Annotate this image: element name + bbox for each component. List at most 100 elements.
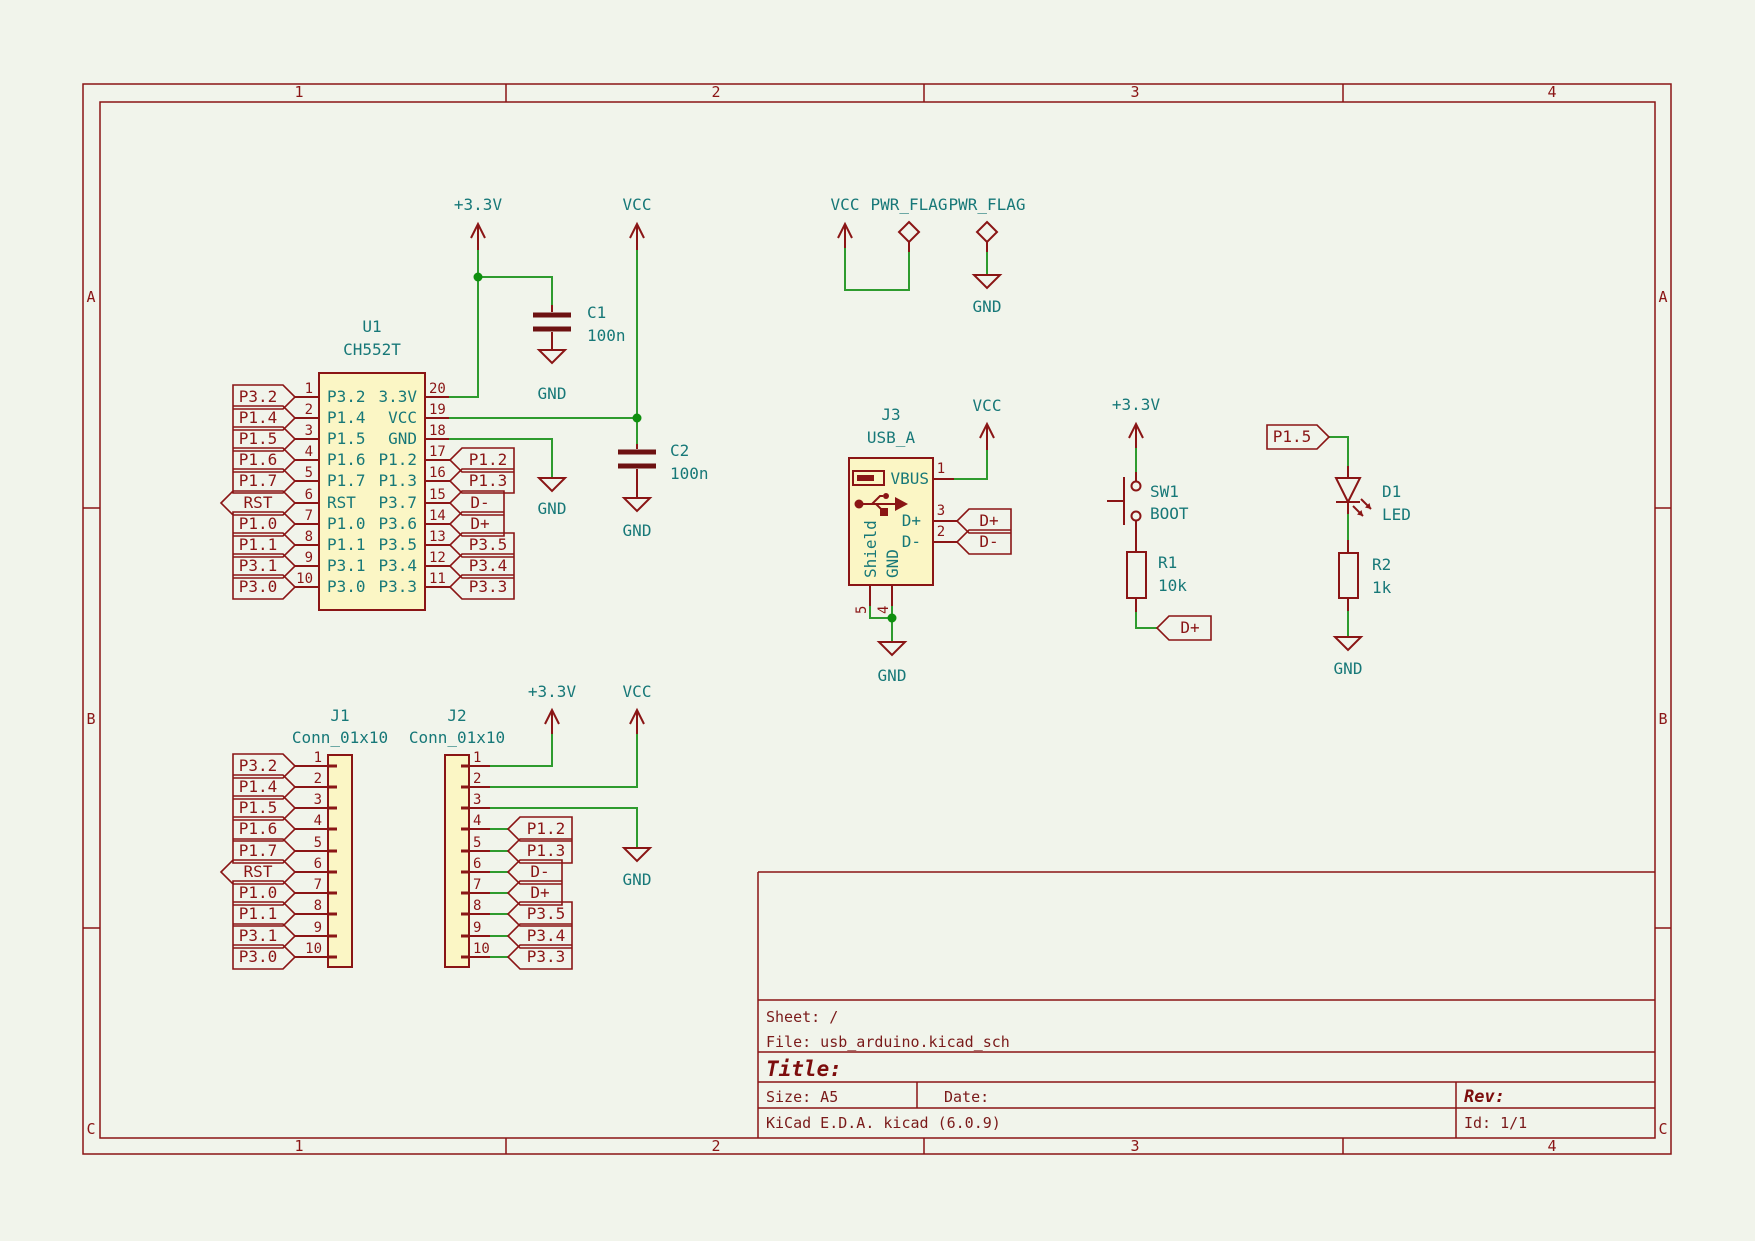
net-label[interactable]: P1.2 — [527, 819, 566, 838]
wire[interactable] — [1329, 436, 1349, 637]
u1-body[interactable] — [318, 372, 426, 611]
power-net-label[interactable]: VCC — [831, 195, 860, 214]
net-label[interactable]: P1.6 — [239, 450, 278, 469]
led-arrowhead-icon — [1357, 503, 1371, 516]
net-label[interactable]: D+ — [1180, 618, 1199, 637]
gnd-label: GND — [623, 521, 652, 540]
net-label[interactable]: P3.0 — [239, 947, 278, 966]
net-label[interactable]: D+ — [470, 514, 489, 533]
net-label[interactable]: P1.4 — [239, 408, 278, 427]
wires[interactable] — [449, 248, 1349, 958]
component-d1[interactable]: P1.5 D1 LED — [1266, 424, 1411, 524]
u1-pin-num: 7 — [305, 508, 313, 524]
net-label[interactable]: P1.7 — [239, 841, 278, 860]
title-block-id: Id: 1/1 — [1464, 1114, 1527, 1132]
component-c2[interactable]: C2 100n — [618, 441, 709, 498]
wire[interactable] — [449, 250, 638, 478]
global-label-outline[interactable] — [1266, 424, 1331, 450]
component-r1[interactable]: R1 10k D+ — [1126, 551, 1212, 641]
net-label[interactable]: P1.3 — [469, 471, 508, 490]
global-label-outline[interactable] — [506, 816, 573, 970]
junction-dots — [473, 272, 897, 623]
power-net-label[interactable]: VCC — [623, 195, 652, 214]
net-label[interactable]: P1.4 — [239, 777, 278, 796]
j2-pin-lines — [469, 765, 490, 958]
component-sw1[interactable]: SW1 BOOT — [1107, 472, 1189, 552]
global-label-outline[interactable] — [955, 508, 1012, 555]
net-label[interactable]: P3.4 — [469, 556, 508, 575]
net-label[interactable]: RST — [244, 493, 273, 512]
net-label[interactable]: P1.5 — [1273, 427, 1312, 446]
net-label[interactable]: P1.5 — [239, 798, 278, 817]
net-label[interactable]: P1.3 — [527, 841, 566, 860]
component-j3[interactable]: J3 USB_A VBUS D+ D- Shield GND 1 3 2 5 4… — [848, 405, 1012, 614]
pwr-flag-label[interactable]: PWR_FLAG — [948, 195, 1025, 214]
net-label[interactable]: P1.5 — [239, 429, 278, 448]
frame-row-label: B — [1658, 710, 1667, 728]
net-label[interactable]: P1.6 — [239, 819, 278, 838]
power-net-label[interactable]: +3.3V — [454, 195, 503, 214]
switch-contact-icon — [1130, 510, 1142, 522]
power-net-label[interactable]: +3.3V — [528, 682, 577, 701]
pwr-flag-label[interactable]: PWR_FLAG — [870, 195, 947, 214]
net-label[interactable]: D- — [470, 493, 489, 512]
wire[interactable] — [844, 248, 988, 291]
net-label[interactable]: P3.5 — [469, 535, 508, 554]
net-label[interactable]: D- — [979, 532, 998, 551]
net-label[interactable]: P3.1 — [239, 556, 278, 575]
u1-pin-name: P1.2 — [378, 450, 417, 469]
sheet-frame: 1 2 3 4 1 2 3 4 A B C A B C — [82, 83, 1672, 1155]
resistor-icon — [1338, 552, 1359, 599]
wire[interactable] — [1135, 448, 1157, 629]
global-label-outline[interactable] — [219, 384, 297, 600]
wire[interactable] — [490, 734, 638, 958]
u1-pin-name: VCC — [388, 408, 417, 427]
net-label[interactable]: P3.1 — [239, 926, 278, 945]
net-label[interactable]: P3.2 — [239, 756, 278, 775]
net-label[interactable]: P3.4 — [527, 926, 566, 945]
net-label[interactable]: D- — [530, 862, 549, 881]
global-label-outline[interactable] — [448, 447, 515, 600]
net-label[interactable]: D+ — [979, 511, 998, 530]
net-label[interactable]: P1.7 — [239, 471, 278, 490]
j2-body[interactable] — [444, 754, 470, 968]
gnd-label: GND — [878, 666, 907, 685]
component-c1[interactable]: C1 100n — [533, 303, 626, 350]
net-label[interactable]: P3.3 — [469, 577, 508, 596]
global-label-outline[interactable] — [219, 753, 297, 970]
component-j2[interactable]: J2 Conn_01x10 1 2 3 4 5 6 7 8 9 10 P1.2 … — [409, 706, 573, 970]
u1-pin-num: 4 — [305, 444, 313, 460]
title-block-title: Title: — [766, 1057, 842, 1081]
power-net-label[interactable]: VCC — [623, 682, 652, 701]
power-net-label[interactable]: +3.3V — [1112, 395, 1161, 414]
d1-ref: D1 — [1382, 482, 1401, 501]
component-u1[interactable]: U1 CH552T P3.2 P1.4 P1.5 P1.6 P1.7 RST P… — [295, 317, 450, 611]
net-label[interactable]: RST — [244, 862, 273, 881]
global-label-outline[interactable] — [1155, 615, 1212, 641]
u1-global-labels[interactable]: P3.2 P1.4 P1.5 P1.6 P1.7 RST P1.0 P1.1 P… — [219, 384, 515, 600]
u1-pin-name: P3.7 — [378, 493, 417, 512]
net-label[interactable]: P1.0 — [239, 883, 278, 902]
title-block-file: File: usb_arduino.kicad_sch — [766, 1033, 1010, 1051]
net-label[interactable]: D+ — [530, 883, 549, 902]
net-label[interactable]: P1.2 — [469, 450, 508, 469]
net-label[interactable]: P3.0 — [239, 577, 278, 596]
u1-pin-num: 14 — [429, 508, 446, 524]
j1-body[interactable] — [327, 754, 353, 968]
component-r2[interactable]: R2 1k — [1338, 540, 1392, 611]
net-label[interactable]: P3.5 — [527, 904, 566, 923]
net-label[interactable]: P3.2 — [239, 387, 278, 406]
net-label[interactable]: P1.1 — [239, 535, 278, 554]
j1-pin-num: 4 — [314, 813, 322, 829]
net-label[interactable]: P1.0 — [239, 514, 278, 533]
j3-pin-num: 2 — [937, 524, 945, 540]
power-net-label[interactable]: VCC — [973, 396, 1002, 415]
net-label[interactable]: P3.3 — [527, 947, 566, 966]
wire[interactable] — [869, 450, 988, 642]
j1-pin-num: 5 — [314, 835, 322, 851]
u1-pin-name: P1.7 — [327, 471, 366, 490]
component-j1[interactable]: J1 Conn_01x10 1 2 3 4 5 6 7 8 9 10 P3.2 … — [219, 706, 388, 970]
power-symbols[interactable]: +3.3V VCC VCC PWR_FLAG PWR_FLAG GND GND … — [454, 195, 1364, 889]
net-label[interactable]: P1.1 — [239, 904, 278, 923]
